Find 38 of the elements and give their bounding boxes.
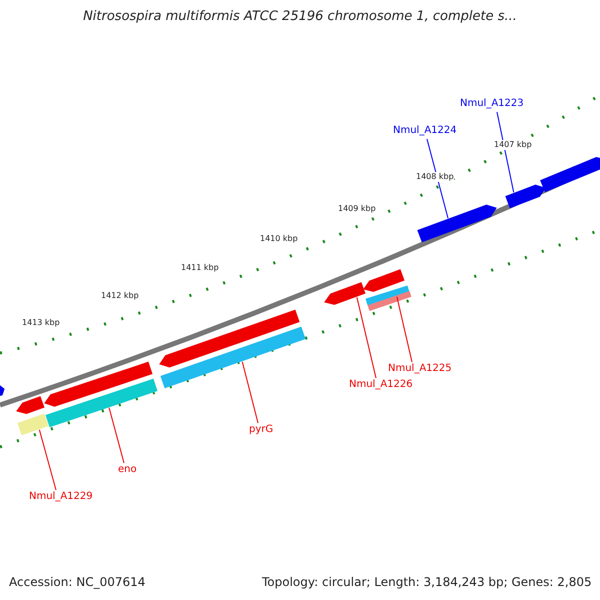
gene-label: Nmul_A1223 <box>460 98 524 110</box>
leader-line <box>396 296 412 362</box>
tick-label: 1407 kbp <box>494 140 532 150</box>
map-title: Nitrosospira multiformis ATCC 25196 chromosome 1, complete s... <box>82 9 518 25</box>
feature-bar <box>45 378 158 428</box>
gene-block <box>417 204 497 242</box>
feature-bar <box>368 290 412 312</box>
leader-line <box>496 112 514 193</box>
tick-label: 1412 kbp <box>101 291 139 301</box>
gene-block <box>324 282 366 305</box>
gene-block <box>16 396 45 414</box>
gene-label: Nmul_A1225 <box>388 363 452 375</box>
leader-line <box>108 407 124 464</box>
tick-label: 1410 kbp <box>260 234 298 244</box>
gene-block <box>0 384 5 398</box>
gene-label: Nmul_A1224 <box>393 125 457 137</box>
gene-block <box>159 310 300 368</box>
gene-label: Nmul_A1226 <box>349 379 413 391</box>
gene-label: Nmul_A1229 <box>29 491 93 503</box>
accession-text: Accession: NC_007614 <box>9 575 146 590</box>
leader-line <box>426 138 448 219</box>
leader-line <box>38 429 56 490</box>
gene-block <box>44 362 153 407</box>
tick-label: 1411 kbp <box>181 263 219 273</box>
genome-summary: Topology: circular; Length: 3,184,243 bp; Genes: 2,805 <box>262 575 592 590</box>
gene-label: eno <box>118 464 137 476</box>
tick-label: 1413 kbp <box>22 318 60 328</box>
leader-line <box>356 296 376 378</box>
gene-block <box>363 269 405 292</box>
gene-label: pyrG <box>249 424 274 436</box>
feature-bar <box>365 285 410 306</box>
leader-line <box>242 361 258 424</box>
feature-bar <box>160 326 306 388</box>
feature-bar <box>17 414 49 436</box>
tick-label: 1408 kbp <box>416 172 454 182</box>
gene-block <box>505 184 546 208</box>
gene-block <box>540 156 600 192</box>
tick-label: 1409 kbp <box>338 204 376 214</box>
